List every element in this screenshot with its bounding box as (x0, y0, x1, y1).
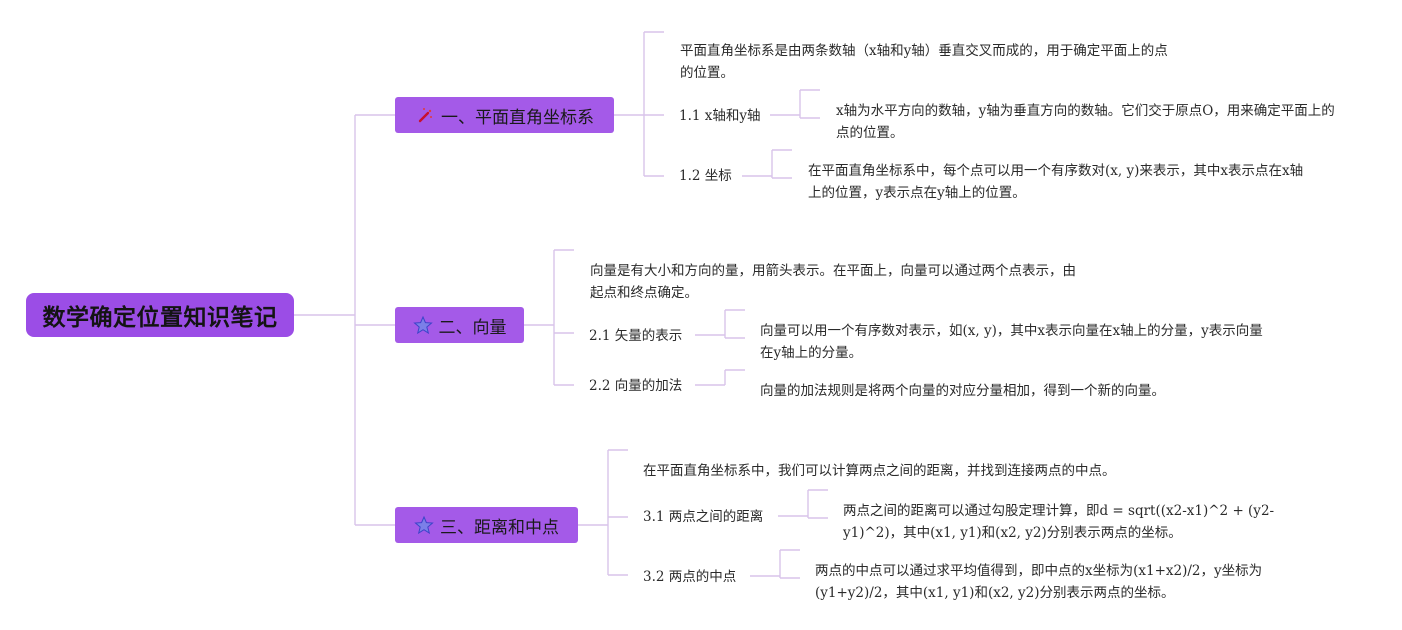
connector-topic-1-1 (770, 89, 820, 119)
connector-branch-2 (524, 249, 574, 386)
topic-1-2-detail: 在平面直角坐标系中，每个点可以用一个有序数对(x, y)来表示，其中x表示点在x… (808, 163, 1304, 201)
topic-3-1-detail: 两点之间的距离可以通过勾股定理计算，即d = sqrt((x2-x1)^2 + … (843, 503, 1275, 541)
branch-node-coordinate-system[interactable]: 一、平面直角坐标系 (395, 97, 614, 133)
topic-2-1-label: 2.1 矢量的表示 (589, 328, 683, 344)
branch-1-intro: 平面直角坐标系是由两条数轴（x轴和y轴）垂直交叉而成的，用于确定平面上的点的位置… (680, 43, 1168, 81)
connector-topic-2-2 (695, 369, 745, 386)
topic-2-2-label: 2.2 向量的加法 (589, 378, 683, 394)
connector-topic-3-2 (750, 549, 800, 579)
connector-topic-3-1 (778, 489, 828, 519)
branch-title: 一、平面直角坐标系 (441, 107, 594, 128)
branch-3-intro: 在平面直角坐标系中，我们可以计算两点之间的距离，并找到连接两点的中点。 (643, 463, 1116, 479)
branch-title: 三、距离和中点 (440, 517, 559, 538)
topic-1-1-detail: x轴为水平方向的数轴，y轴为垂直方向的数轴。它们交于原点O，用来确定平面上的点的… (836, 103, 1335, 141)
connector-root-trunk (294, 114, 395, 526)
connector-branch-3 (578, 449, 628, 576)
topic-2-2-detail: 向量的加法规则是将两个向量的对应分量相加，得到一个新的向量。 (760, 383, 1165, 399)
star-icon (414, 515, 434, 535)
branch-node-distance-midpoint[interactable]: 三、距离和中点 (395, 507, 578, 543)
topic-3-2-detail: 两点的中点可以通过求平均值得到，即中点的x坐标为(x1+x2)/2，y坐标为(y… (815, 563, 1263, 601)
connector-branch-1 (614, 31, 664, 177)
branch-2-intro: 向量是有大小和方向的量，用箭头表示。在平面上，向量可以通过两个点表示，由起点和终… (590, 263, 1076, 301)
topic-1-2-label: 1.2 坐标 (679, 168, 732, 184)
topic-1-1-label: 1.1 x轴和y轴 (679, 108, 761, 124)
root-node[interactable]: 数学确定位置知识笔记 (26, 293, 294, 337)
root-title: 数学确定位置知识笔记 (42, 305, 278, 331)
branch-title: 二、向量 (438, 317, 507, 338)
branch-node-vector[interactable]: 二、向量 (395, 307, 524, 343)
connector-topic-2-1 (695, 309, 745, 339)
topic-3-2-label: 3.2 两点的中点 (643, 569, 737, 585)
connector-topic-1-2 (742, 149, 792, 179)
magic-wand-icon (415, 105, 435, 125)
star-icon (412, 315, 433, 335)
topic-2-1-detail: 向量可以用一个有序数对表示，如(x, y)，其中x表示向量在x轴上的分量，y表示… (760, 323, 1263, 361)
topic-3-1-label: 3.1 两点之间的距离 (643, 509, 764, 525)
